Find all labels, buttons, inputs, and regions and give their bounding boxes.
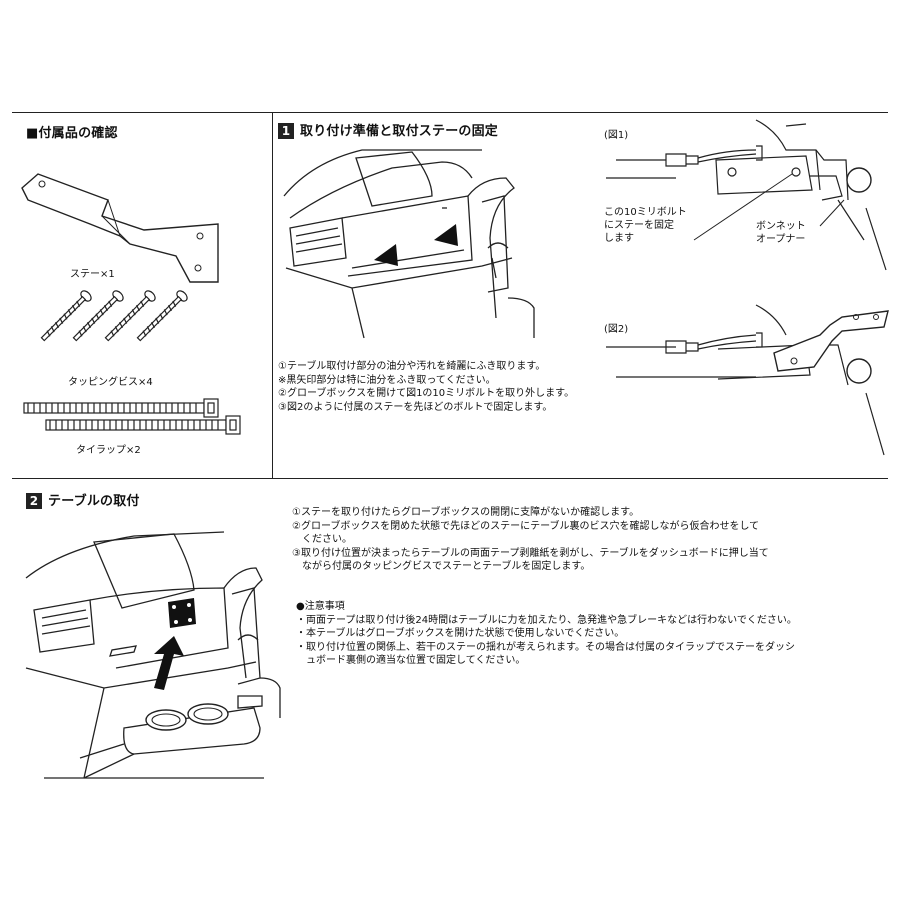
- tie-label: タイラップ×2: [76, 445, 141, 456]
- section2-heading: 2 テーブルの取付: [26, 490, 140, 509]
- dashboard-illustration-2: [25, 531, 281, 779]
- section2-step: ながら付属のタッピングビスでステーとテーブルを固定します。: [292, 561, 591, 572]
- section2-step: ③取り付け位置が決まったらテーブルの両面テープ剥離紙を剥がし、テーブルをダッシュ…: [292, 547, 769, 559]
- fig1-bolt-note: この10ミリボルト にステーを固定 します: [604, 207, 687, 244]
- fig1-illustration: [606, 119, 887, 271]
- column-divider: [272, 112, 273, 478]
- fig1-opener-note: ボンネット オープナー: [756, 221, 806, 245]
- section1-title: 取り付け準備と取付ステーの固定: [300, 124, 499, 139]
- section2-step: ②グローブボックスを閉めた状態で先ほどのステーにテーブル裏のビス穴を確認しながら…: [292, 520, 760, 532]
- stay-label: ステー×1: [70, 269, 115, 280]
- notes-title: ●注意事項: [296, 601, 345, 612]
- fig2-label: (図2): [604, 324, 629, 335]
- note-item: ュボード裏側の適当な位置で固定してください。: [296, 655, 526, 666]
- section2-steps: ①ステーを取り付けたらグローブボックスの開閉に支障がないか確認します。 ②グロー…: [292, 506, 769, 574]
- section2-step: ①ステーを取り付けたらグローブボックスの開閉に支障がないか確認します。: [292, 507, 640, 518]
- arrow-icon: [434, 224, 458, 246]
- note-item: ・取り付け位置の関係上、若干のステーの揺れが考えられます。その場合は付属のタイラ…: [296, 641, 795, 653]
- screw-label: タッピングビス×4: [68, 377, 153, 388]
- section2-number: 2: [26, 493, 42, 509]
- section1-step: ※黒矢印部分は特に油分をふき取ってください。: [278, 374, 496, 386]
- dashboard-illustration-1: [283, 149, 535, 339]
- section1-heading: 1 取り付け準備と取付ステーの固定: [278, 120, 498, 139]
- arrow-icon: [374, 244, 398, 266]
- section2-step: ください。: [292, 534, 352, 545]
- cable-ties-illustration: [23, 398, 241, 435]
- stay-plate-icon: [168, 598, 196, 628]
- screw-icon: [40, 290, 188, 342]
- section1-steps: ①テーブル取付け部分の油分や汚れを綺麗にふき取ります。 ※黒矢印部分は特に油分を…: [278, 360, 574, 414]
- note-item: ・本テーブルはグローブボックスを開けた状態で使用しないでください。: [296, 628, 625, 639]
- section2-notes: ●注意事項 ・両面テープは取り付け後24時間はテーブルに力を加えたり、急発進や急…: [296, 600, 797, 668]
- fig1-label: (図1): [604, 130, 629, 141]
- stay-bracket-illustration: [21, 173, 219, 283]
- section1-step: ②グローブボックスを開けて図1の10ミリボルトを取り外します。: [278, 388, 575, 399]
- section2-title: テーブルの取付: [48, 494, 140, 509]
- section1-step: ③図2のように付属のステーを先ほどのボルトで固定します。: [278, 401, 553, 413]
- section1-step: ①テーブル取付け部分の油分や汚れを綺麗にふき取ります。: [278, 361, 546, 372]
- up-arrow-icon: [154, 636, 184, 690]
- note-item: ・両面テープは取り付け後24時間はテーブルに力を加えたり、急発進や急ブレーキなど…: [296, 614, 797, 626]
- fig2-illustration: [606, 304, 889, 456]
- screws-illustration: [40, 290, 188, 342]
- middle-rule: [12, 478, 888, 479]
- section1-number: 1: [278, 123, 294, 139]
- top-rule: [12, 112, 888, 113]
- accessories-title: ■付属品の確認: [26, 126, 118, 141]
